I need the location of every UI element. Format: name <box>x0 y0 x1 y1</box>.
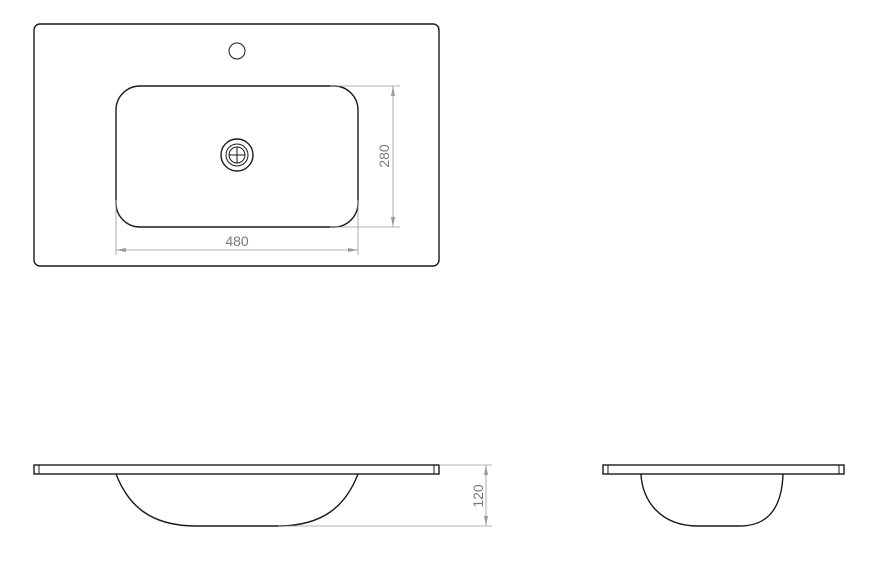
basin-outline <box>115 85 359 228</box>
basin-width-dimension: 480 <box>115 200 359 255</box>
side-countertop <box>602 464 845 475</box>
front-view: 120 <box>33 464 492 527</box>
countertop-outline <box>33 23 440 267</box>
front-bowl-profile <box>115 473 359 527</box>
basin-width-label: 480 <box>225 233 249 249</box>
basin-height-dimension: 120 <box>278 464 492 527</box>
basin-depth-dimension: 280 <box>330 85 400 228</box>
top-view: 480 280 <box>33 23 440 267</box>
faucet-hole <box>228 42 246 60</box>
basin-height-label: 120 <box>470 484 486 508</box>
side-view <box>602 464 845 527</box>
drain <box>220 138 254 172</box>
front-countertop <box>33 464 440 475</box>
basin-depth-label: 280 <box>376 144 392 168</box>
side-bowl-profile <box>640 473 784 527</box>
